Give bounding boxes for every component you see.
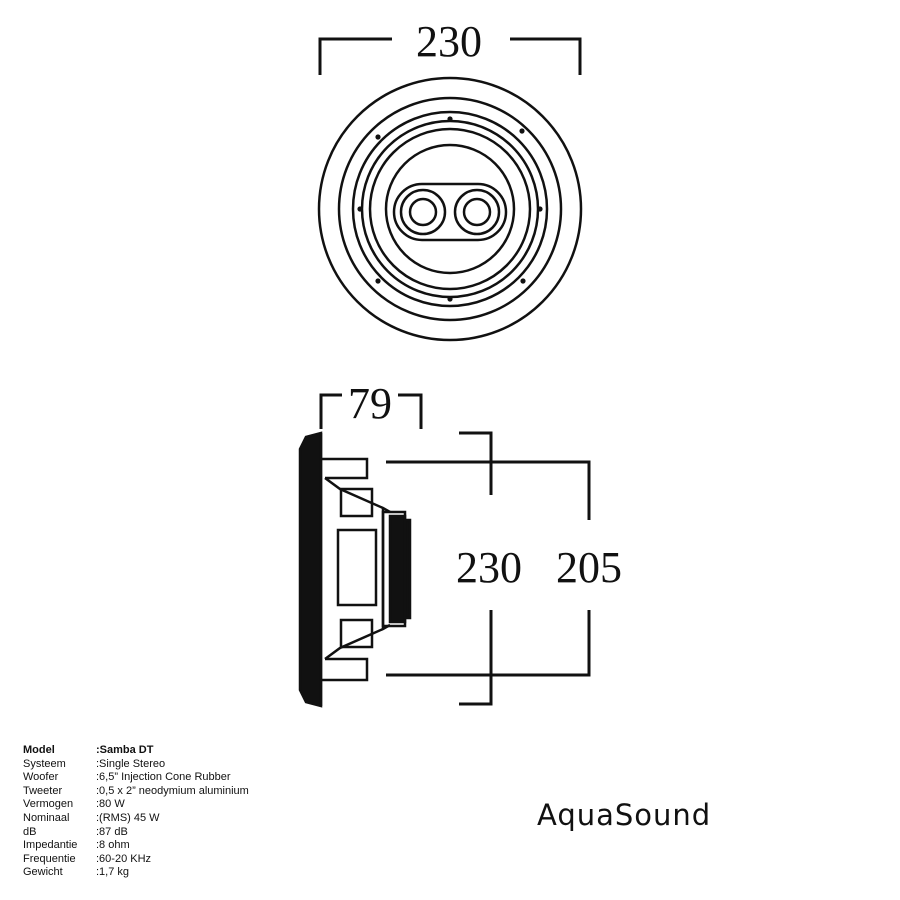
screw-dot xyxy=(357,206,363,212)
spec-label: Model xyxy=(23,744,55,756)
spec-label: Nominaal xyxy=(23,811,70,824)
mounting-screws xyxy=(357,116,543,302)
spec-row: Nominaal :(RMS) 45 W xyxy=(23,812,249,826)
front-width-bracket-right xyxy=(510,37,582,75)
screw-dot xyxy=(537,206,543,212)
outer-dim-bracket-top xyxy=(459,431,493,495)
front-view xyxy=(317,37,583,342)
depth-label: 79 xyxy=(348,379,392,428)
clamp-upper xyxy=(339,487,374,518)
spec-value: :0,5 x 2” neodymium aluminium xyxy=(96,784,249,797)
surround-ring-outer xyxy=(351,110,549,308)
basket-upper xyxy=(321,457,369,480)
tweeter-bridge xyxy=(392,182,508,242)
spec-row: Gewicht :1,7 kg xyxy=(23,866,249,880)
spec-row: Model :Samba DT xyxy=(23,744,249,758)
screw-dot xyxy=(375,278,381,284)
surround-ring-inner xyxy=(360,119,540,299)
dust-cap-ring xyxy=(384,143,516,275)
outer-grille-ring xyxy=(317,76,583,342)
tweeter-left-inner xyxy=(408,197,438,227)
spec-value: :Single Stereo xyxy=(96,757,166,770)
outer-diameter-label: 230 xyxy=(456,543,522,592)
outer-dim-bracket-bottom xyxy=(459,610,493,706)
basket-window xyxy=(336,528,378,607)
screw-dot xyxy=(447,116,453,122)
depth-bracket-left xyxy=(319,393,342,429)
screw-dot xyxy=(519,128,525,134)
spec-table: Model :Samba DT Systeem :Single Stereo Woo… xyxy=(23,744,249,880)
spec-row: Frequentie :60-20 KHz xyxy=(23,853,249,867)
cutout-dim-bracket-top xyxy=(386,460,591,520)
depth-bracket-right xyxy=(398,393,423,429)
tweeter-right-inner xyxy=(462,197,492,227)
spec-row: Woofer :6,5” Injection Cone Rubber xyxy=(23,771,249,785)
basket-lower xyxy=(321,657,369,682)
spec-row: Systeem :Single Stereo xyxy=(23,758,249,772)
spec-label: Vermogen xyxy=(23,798,74,811)
bezel-ring xyxy=(337,96,563,322)
brand-logo: AquaSound xyxy=(537,798,712,832)
spec-value: :87 dB xyxy=(96,825,128,838)
spec-label: Gewicht xyxy=(23,866,63,879)
cutout-diameter-label: 205 xyxy=(556,543,622,592)
spec-label: Woofer xyxy=(23,771,59,784)
bezel-flange xyxy=(298,431,323,708)
screw-dot xyxy=(520,278,526,284)
spec-value: :6,5” Injection Cone Rubber xyxy=(96,771,231,784)
spec-value: :80 W xyxy=(96,798,125,811)
spec-label: dB xyxy=(23,825,37,838)
screw-dot xyxy=(375,134,381,140)
spec-row: Vermogen :80 W xyxy=(23,798,249,812)
front-width-bracket-left xyxy=(318,37,392,75)
spec-row: dB :87 dB xyxy=(23,826,249,840)
magnet-cap xyxy=(403,518,412,620)
spec-row: Impedantie :8 ohm xyxy=(23,839,249,853)
spec-value: :1,7 kg xyxy=(96,866,130,879)
screw-dot xyxy=(447,296,453,302)
clamp-lower xyxy=(339,618,374,649)
cutout-dim-bracket-bottom xyxy=(386,610,591,677)
magnet-body xyxy=(388,514,407,624)
side-view xyxy=(298,393,591,708)
spec-value: :Samba DT xyxy=(96,744,154,756)
spec-value: :8 ohm xyxy=(96,839,130,852)
tweeter-right-outer xyxy=(453,188,501,236)
spec-label: Tweeter xyxy=(23,784,63,797)
spec-label: Frequentie xyxy=(23,852,76,865)
spec-value: :60-20 KHz xyxy=(96,852,152,865)
spec-label: Systeem xyxy=(23,757,66,770)
tweeter-left-outer xyxy=(399,188,447,236)
spec-label: Impedantie xyxy=(23,839,78,852)
spec-row: Tweeter :0,5 x 2” neodymium aluminium xyxy=(23,785,249,799)
spec-value: :(RMS) 45 W xyxy=(96,811,160,824)
basket-lower-arm xyxy=(324,623,391,661)
front-width-label: 230 xyxy=(416,17,482,66)
basket-upper-arm xyxy=(324,476,391,514)
cone-ring xyxy=(368,127,532,291)
